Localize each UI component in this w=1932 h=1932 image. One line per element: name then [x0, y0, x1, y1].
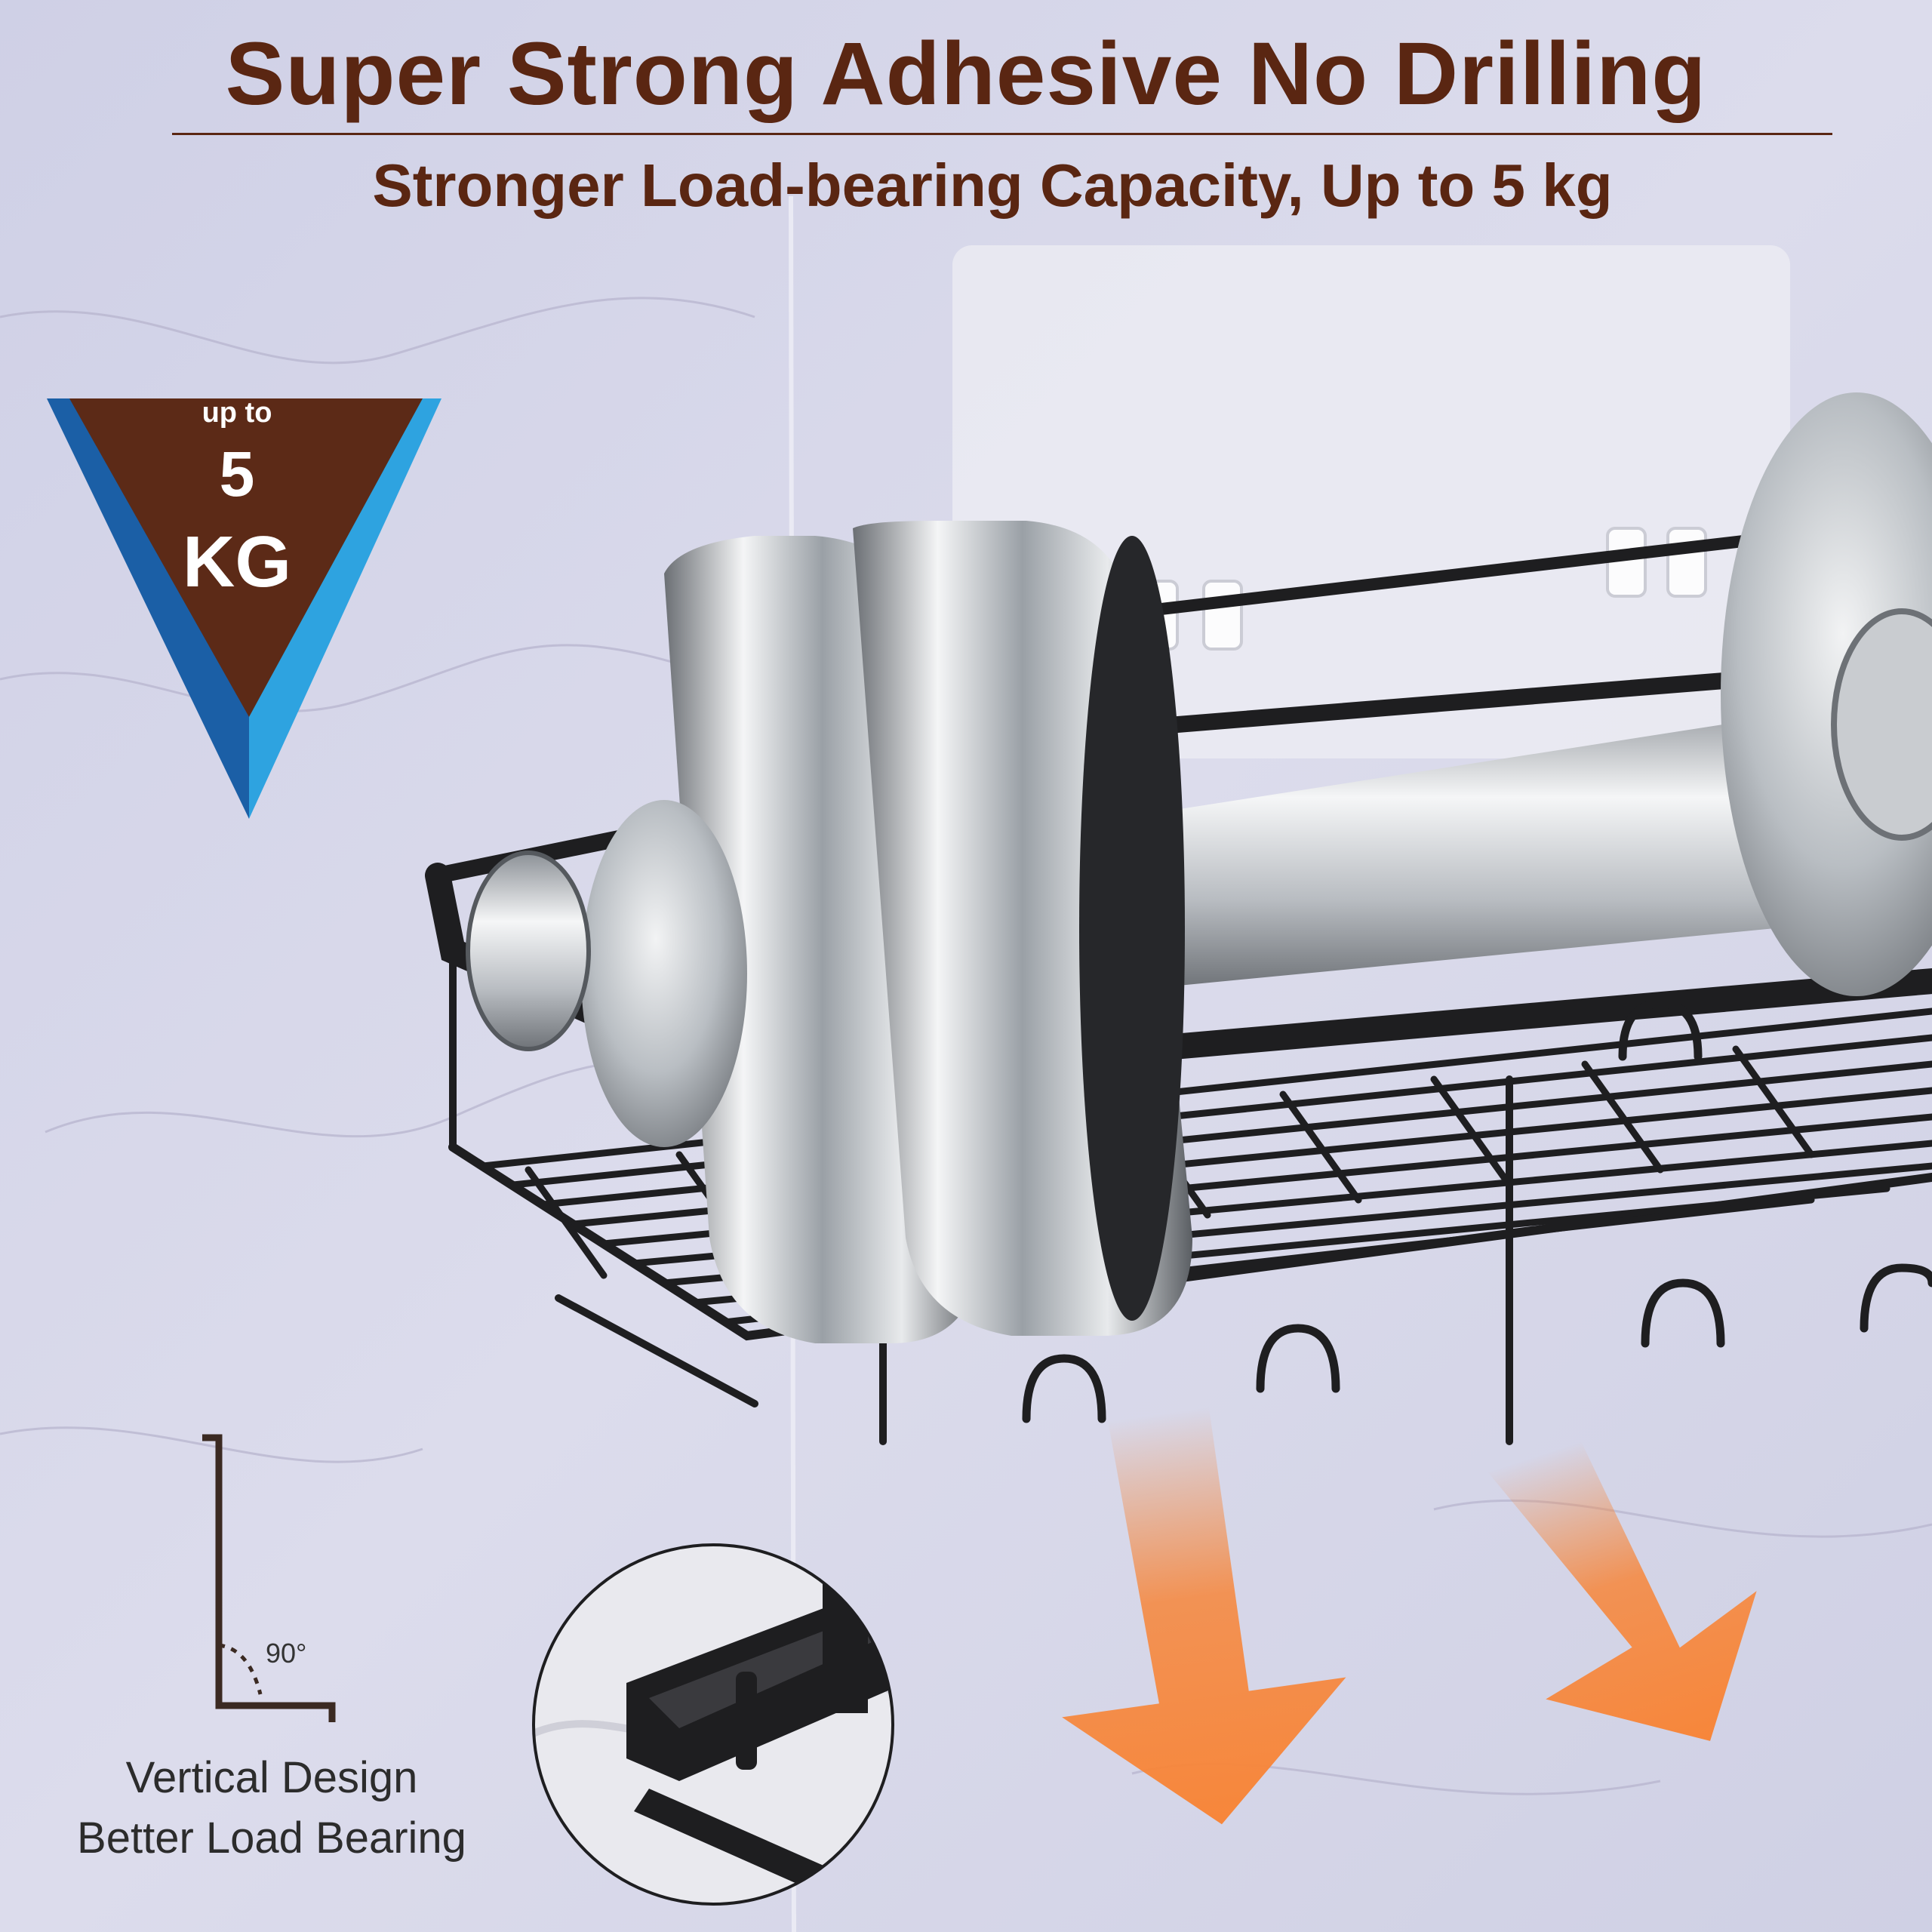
- feature-caption-line2: Better Load Bearing: [77, 1814, 466, 1863]
- dumbbell: [466, 392, 1932, 1343]
- dumbbell-end-nut: [466, 851, 591, 1051]
- load-arrow-right: [1487, 1441, 1757, 1741]
- load-arrow-left: [1062, 1407, 1346, 1825]
- headline-title: Super Strong Adhesive No Drilling: [225, 24, 1707, 124]
- headline-divider: [172, 133, 1832, 135]
- angle-label: 90°: [266, 1638, 307, 1669]
- hanging-rod: [1109, 530, 1789, 621]
- right-angle-icon: [202, 1434, 336, 1722]
- badge-label-upto: up to: [202, 397, 272, 429]
- marble-veins: [0, 297, 1932, 1795]
- load-badge: [47, 398, 441, 819]
- badge-label-number: 5: [219, 438, 255, 509]
- dumbbell-plate-right: [1721, 392, 1932, 996]
- feature-caption-line1: Vertical Design: [125, 1753, 418, 1802]
- headline-subtitle: Stronger Load-bearing Capacity, Up to 5 …: [372, 152, 1613, 219]
- badge-label-unit: KG: [183, 521, 291, 602]
